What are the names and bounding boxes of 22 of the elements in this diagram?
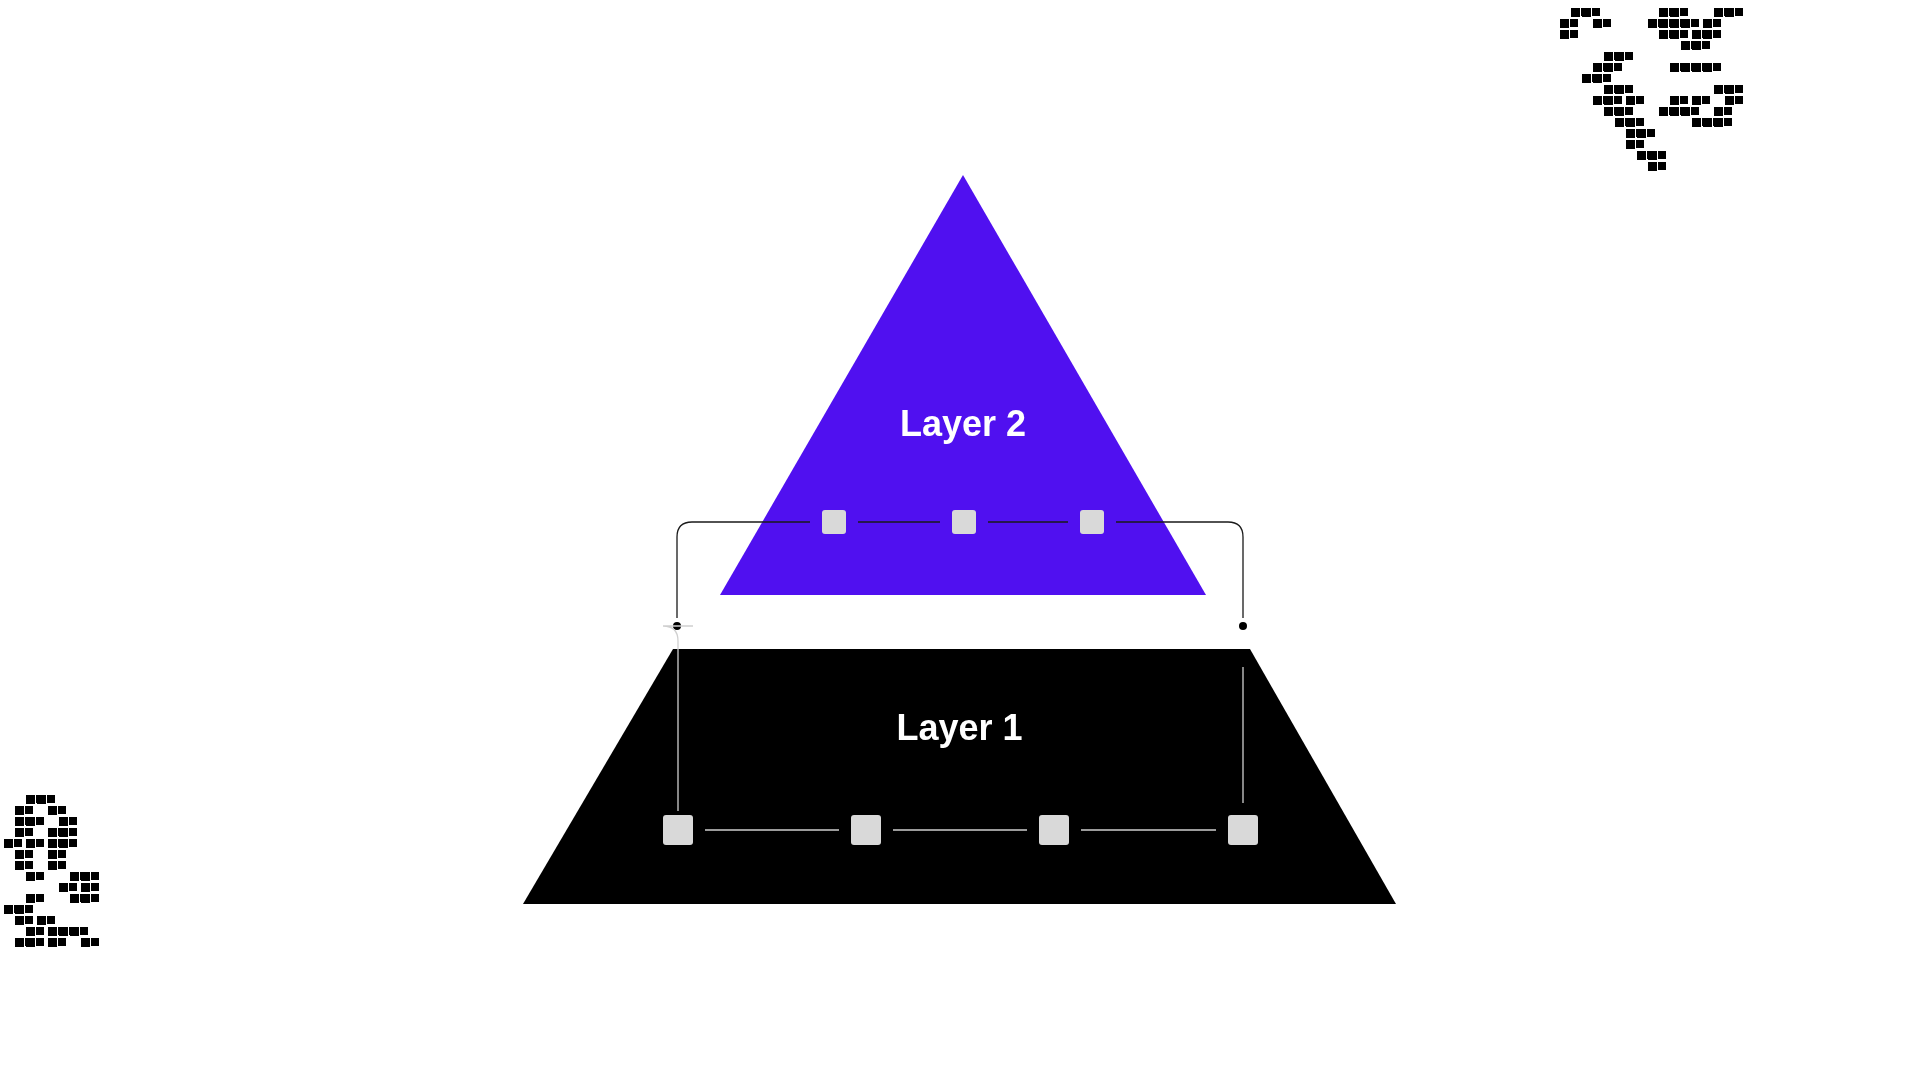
node-square [663, 815, 693, 845]
node-square [851, 815, 881, 845]
connection-dot [1239, 622, 1247, 630]
layer-label: Layer 2 [899, 403, 1027, 445]
node-square [1080, 510, 1104, 534]
node-square [952, 510, 976, 534]
connector-line [857, 521, 941, 523]
trapezoid-layer [523, 649, 1396, 904]
connector-line [704, 829, 840, 831]
connector-line [892, 829, 1028, 831]
triangle-layer [720, 175, 1206, 595]
connection-dot [673, 622, 681, 630]
connector-line [662, 625, 694, 812]
connector-line [676, 521, 811, 619]
layer-label: Layer 1 [896, 707, 1023, 749]
node-square [822, 510, 846, 534]
node-square [1039, 815, 1069, 845]
node-square [1228, 815, 1258, 845]
connector-line [987, 521, 1069, 523]
connector-line [1080, 829, 1217, 831]
connector-line [1115, 521, 1244, 619]
connector-line [1242, 666, 1244, 804]
